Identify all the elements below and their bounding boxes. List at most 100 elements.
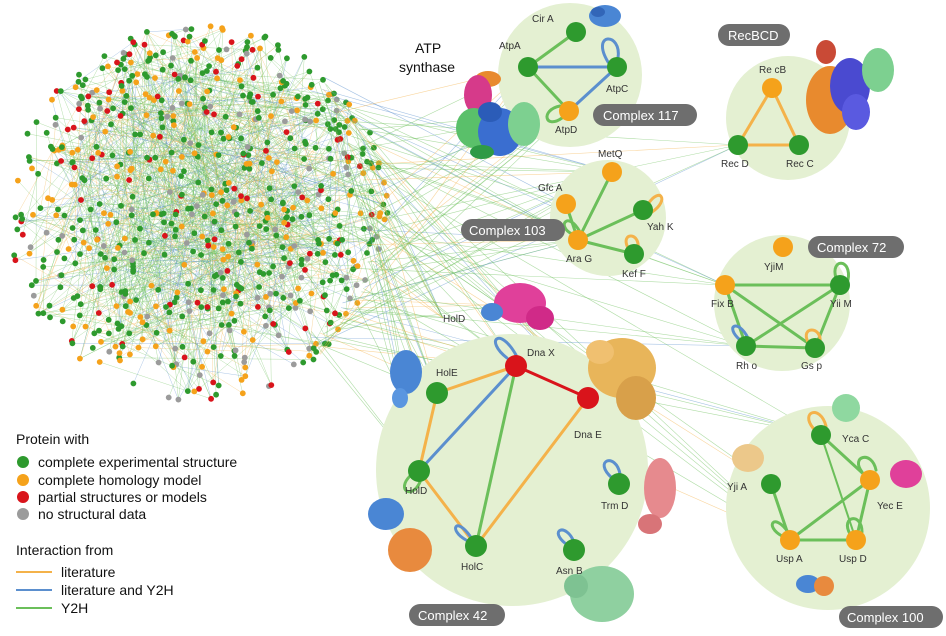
network-node [100,243,107,249]
network-node [69,149,76,156]
network-edge [62,226,182,310]
network-edge [169,226,183,313]
node-dnax [505,355,527,377]
network-node [126,177,132,183]
label-holc: HolC [461,562,483,573]
network-node [233,293,239,300]
network-node [284,55,290,62]
network-node [153,329,160,336]
network-node [77,217,83,224]
network-node [82,323,89,330]
network-node [306,68,313,75]
network-node [78,134,85,141]
network-node [178,223,185,230]
network-edge [155,55,174,122]
network-edge [73,127,310,169]
network-node [225,134,232,140]
network-node [319,279,326,286]
cross-link-edge [357,163,822,436]
network-edge [52,148,72,185]
network-node [190,248,197,255]
network-edge [213,246,235,321]
network-node [322,292,328,299]
network-node [96,327,102,334]
edge-ycac-uspd [820,434,857,541]
cross-link-edge [359,66,529,252]
edge-recb-recc [770,86,801,147]
network-node [172,345,179,352]
cross-link-edge [383,233,726,286]
structure-ycee [890,460,922,488]
network-node [302,141,309,147]
network-node [79,175,86,181]
network-node [99,65,106,72]
network-node [238,259,244,265]
network-edge [171,152,349,162]
cross-link-edge [358,311,444,319]
network-edge [104,257,219,386]
network-edge [72,148,251,163]
network-node [76,106,82,112]
network-edge [101,154,214,348]
network-node [184,38,191,45]
network-edge [178,90,289,267]
network-node [59,233,66,239]
network-edge [60,75,133,92]
network-edge [257,94,274,112]
network-node [334,240,341,247]
network-node [226,322,232,328]
network-node [275,42,281,48]
network-edge [117,101,282,324]
network-node [220,256,227,263]
network-node [113,219,120,226]
network-edge [189,103,384,205]
network-edge [173,57,198,368]
structure-atp-synthase [456,71,540,159]
network-node [207,103,214,110]
network-node [233,211,240,218]
network-node [263,322,269,329]
network-node [79,227,86,234]
network-node [238,193,244,200]
network-node [295,93,301,100]
network-node [283,234,290,241]
tag-recbcd-text: RecBCD [728,28,779,43]
network-node [150,132,157,139]
network-edge [335,110,337,214]
cross-link-edge [367,158,444,319]
node-atpc [607,57,627,77]
network-node [115,67,121,73]
network-node [228,310,235,317]
network-node [49,96,55,103]
network-node [169,104,176,111]
network-node [270,263,276,270]
label-recc: Rec C [786,159,814,170]
network-edge [122,310,270,345]
network-node [246,239,252,246]
network-node [343,274,350,281]
network-node [114,173,120,180]
network-node [115,245,121,251]
network-node [221,286,227,293]
label-metq: MetQ [598,149,623,160]
network-node [313,117,319,124]
label-atpa: AtpA [499,41,521,52]
network-node [237,77,243,83]
network-node [209,192,215,199]
node-recd [728,135,748,155]
network-edge [132,182,199,272]
network-node [199,233,206,240]
network-node [330,170,336,177]
tag-complex-42-text: Complex 42 [418,608,487,623]
network-node [215,305,222,312]
network-edge [40,149,53,209]
network-edge [107,110,130,153]
network-node [218,57,225,64]
label-gfca: Gfc A [538,183,563,194]
network-edge [214,139,338,277]
network-node [141,41,148,48]
network-edge [129,47,204,81]
network-edge [61,58,124,236]
node-yahk [633,200,653,220]
network-node [219,275,226,281]
